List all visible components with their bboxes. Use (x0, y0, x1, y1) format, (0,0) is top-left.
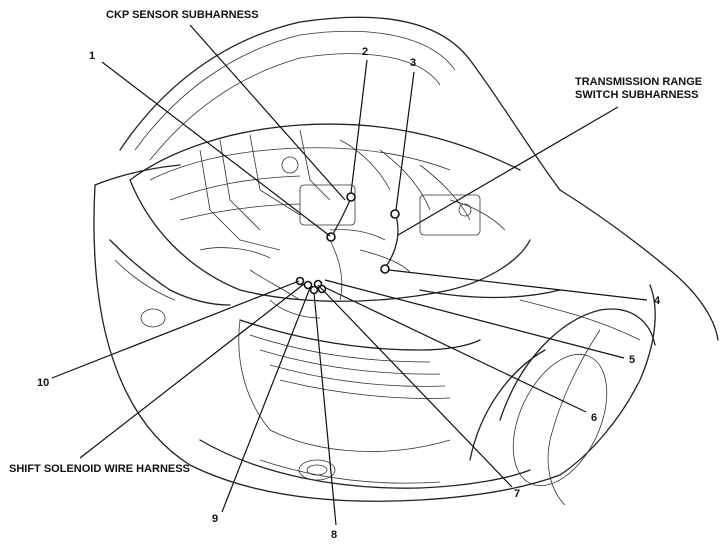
hood-outline (119, 16, 561, 191)
callout-3: 3 (410, 57, 417, 69)
callout-7: 7 (514, 488, 521, 500)
leader-7 (317, 284, 513, 488)
callout-4: 4 (654, 295, 661, 307)
leader-1 (101, 61, 331, 237)
connector-4 (380, 264, 390, 274)
leader-9 (221, 287, 311, 513)
leader-2 (350, 59, 368, 194)
leader-6 (323, 286, 587, 413)
connector-10 (295, 276, 305, 286)
connector-2 (346, 192, 356, 202)
front-bumper (199, 439, 531, 489)
grille (239, 319, 481, 351)
leader-trs (397, 106, 619, 236)
transmission-range-label-line1: TRANSMISSION RANGE (575, 76, 703, 88)
connector-9 (303, 280, 313, 290)
callout-9: 9 (212, 513, 219, 525)
leader-3 (395, 71, 415, 211)
wheel-arch (499, 308, 656, 421)
callout-8: 8 (331, 529, 338, 541)
ckp-harness (331, 199, 351, 237)
engine-bay-edge (129, 123, 521, 181)
leader-10 (51, 280, 300, 379)
callout-6: 6 (591, 412, 598, 424)
leader-4 (388, 269, 648, 301)
car-body-outline (93, 184, 561, 502)
callout-5: 5 (629, 354, 636, 366)
leader-8 (313, 292, 337, 526)
headlight-left (109, 239, 231, 306)
ckp-sensor-subharness-label: CKP SENSOR SUBHARNESS (106, 9, 259, 21)
leader-ssw (79, 283, 305, 459)
callout-10: 10 (37, 377, 50, 389)
headlight-right (419, 289, 561, 299)
connector-3 (390, 209, 400, 219)
callout-2: 2 (362, 46, 369, 58)
shift-solenoid-wire-harness-label: SHIFT SOLENOID WIRE HARNESS (9, 463, 190, 475)
leader-ckp (189, 24, 346, 201)
transmission-range-label-line2: SWITCH SUBHARNESS (575, 89, 699, 101)
callout-1: 1 (89, 50, 96, 62)
leader-5 (324, 279, 625, 359)
